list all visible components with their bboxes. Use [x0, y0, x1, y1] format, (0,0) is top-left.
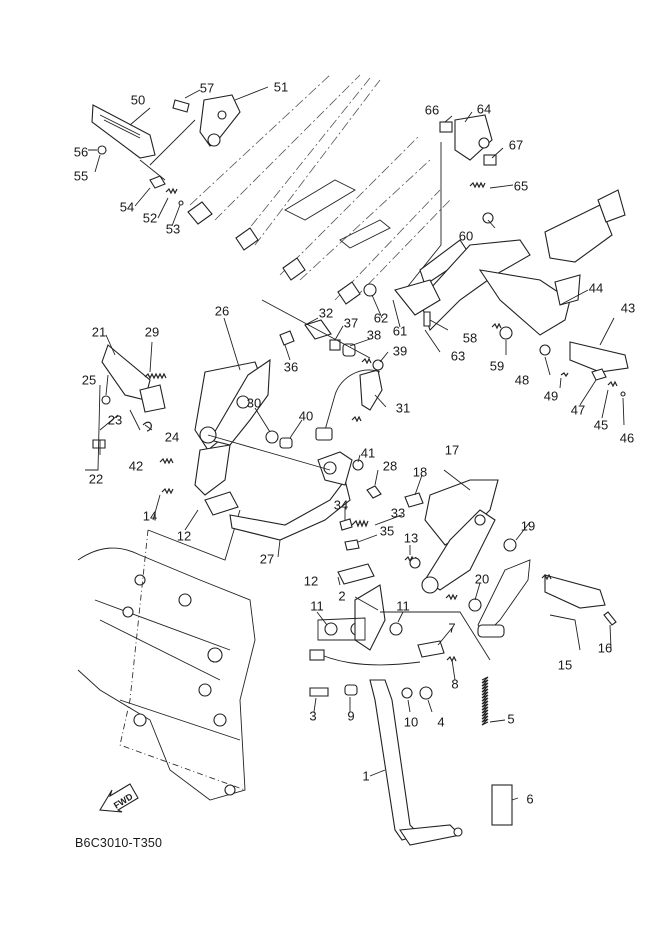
callout-56: 56 [73, 144, 89, 160]
callout-49: 49 [543, 388, 559, 404]
callout-51: 51 [273, 79, 289, 95]
callout-31: 31 [395, 400, 411, 416]
callout-5: 5 [507, 711, 515, 727]
callout-29: 29 [144, 324, 160, 340]
callout-11-left: 11 [310, 598, 324, 614]
callout-46: 46 [619, 430, 635, 446]
callout-24: 24 [164, 429, 180, 445]
diagram-code: B6C3010-T350 [75, 836, 163, 850]
callout-45: 45 [593, 417, 609, 433]
callout-36: 36 [283, 359, 299, 375]
subframe-rails [187, 74, 451, 305]
callout-59: 59 [489, 358, 505, 374]
sidestand-assembly [309, 563, 513, 846]
callout-61: 61 [392, 323, 408, 339]
callout-4: 4 [437, 714, 445, 730]
callout-53: 53 [165, 221, 181, 237]
callout-2: 2 [338, 588, 346, 604]
callout-26: 26 [214, 303, 230, 319]
callout-9: 9 [347, 708, 355, 724]
callout-10: 10 [403, 714, 419, 730]
callout-32: 32 [318, 305, 334, 321]
callout-64: 64 [476, 101, 492, 117]
callout-12-lower: 12 [303, 573, 319, 589]
callout-41: 41 [360, 445, 376, 461]
callout-55: 55 [73, 168, 89, 184]
rider-footrest-right [491, 322, 629, 397]
callout-15: 15 [557, 657, 573, 673]
callout-14: 14 [142, 508, 158, 524]
callout-23: 23 [107, 412, 123, 428]
callout-54: 54 [119, 199, 135, 215]
callout-37: 37 [343, 315, 359, 331]
rider-footrest-left [85, 344, 271, 516]
callout-67: 67 [508, 137, 524, 153]
brake-rod-parts [261, 299, 384, 371]
master-cylinder-assembly [363, 189, 626, 336]
callout-58: 58 [462, 330, 478, 346]
callout-7: 7 [448, 620, 456, 636]
callout-30: 30 [246, 395, 262, 411]
callout-50: 50 [130, 92, 146, 108]
callout-1: 1 [362, 768, 370, 784]
callout-65: 65 [513, 178, 529, 194]
callout-3: 3 [309, 708, 317, 724]
callout-66: 66 [424, 102, 440, 118]
callout-19: 19 [520, 518, 536, 534]
callout-16: 16 [597, 640, 613, 656]
callout-47: 47 [570, 402, 586, 418]
callout-13: 13 [403, 530, 419, 546]
callout-52: 52 [142, 210, 158, 226]
callout-34: 34 [333, 497, 349, 513]
brake-switch [315, 369, 383, 441]
callout-57: 57 [199, 80, 215, 96]
callout-22: 22 [88, 471, 104, 487]
callout-18: 18 [412, 464, 428, 480]
callout-63: 63 [450, 348, 466, 364]
callout-42: 42 [128, 458, 144, 474]
callout-25: 25 [81, 372, 97, 388]
callout-27: 27 [259, 551, 275, 567]
callout-38: 38 [366, 327, 382, 343]
reservoir-bracket [404, 114, 497, 291]
brake-pedal [207, 430, 382, 551]
callout-62: 62 [373, 310, 389, 326]
callout-33: 33 [390, 505, 406, 521]
callout-6: 6 [526, 791, 534, 807]
callout-11-right: 11 [396, 598, 410, 614]
callout-43: 43 [620, 300, 636, 316]
callout-12-upper: 12 [176, 528, 192, 544]
leader-lines [88, 86, 625, 801]
callout-28: 28 [382, 458, 398, 474]
passenger-footrest-left [91, 94, 241, 206]
callout-21: 21 [91, 324, 107, 340]
callout-48: 48 [514, 372, 530, 388]
right-heel-guard-bracket [404, 479, 617, 638]
callout-40: 40 [298, 408, 314, 424]
fwd-arrow-icon [99, 783, 139, 813]
callout-60: 60 [458, 228, 474, 244]
callout-17: 17 [444, 442, 460, 458]
callout-20: 20 [474, 571, 490, 587]
callout-35: 35 [379, 523, 395, 539]
callout-39: 39 [392, 343, 408, 359]
callout-8: 8 [451, 676, 459, 692]
frame-outline [77, 547, 256, 801]
callout-44: 44 [588, 280, 604, 296]
